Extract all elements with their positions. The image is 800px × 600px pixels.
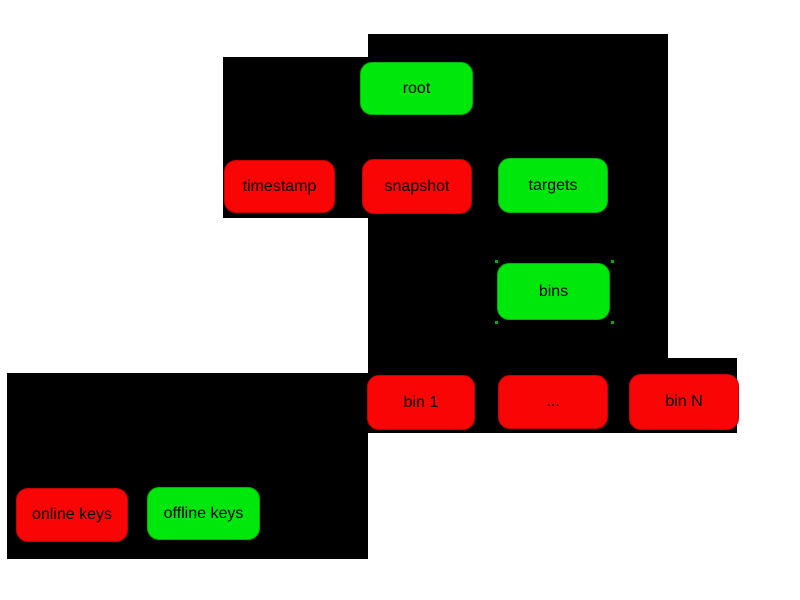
node-timestamp: timestamp xyxy=(224,160,335,213)
node-offline-keys-label: offline keys xyxy=(163,504,244,522)
node-bin-ellipsis: ... xyxy=(498,375,608,429)
node-bin-ellipsis-label: ... xyxy=(546,393,560,410)
node-bin-n-label: bin N xyxy=(665,393,703,410)
selection-corner-ticks xyxy=(495,260,498,263)
node-online-keys: online keys xyxy=(16,488,128,542)
node-targets: targets xyxy=(498,158,608,213)
node-bins-label: bins xyxy=(538,282,569,300)
node-bins: bins xyxy=(495,260,610,320)
node-online-keys-label: online keys xyxy=(31,506,113,523)
node-timestamp-label: timestamp xyxy=(242,177,317,195)
node-root-label: root xyxy=(402,79,431,97)
node-bin-n: bin N xyxy=(629,374,739,430)
node-offline-keys: offline keys xyxy=(147,487,260,540)
node-bin-1: bin 1 xyxy=(367,375,475,430)
node-root: root xyxy=(360,62,473,115)
node-snapshot-label: snapshot xyxy=(384,177,450,195)
node-targets-label: targets xyxy=(528,176,578,194)
node-snapshot: snapshot xyxy=(362,159,472,214)
node-bin-1-label: bin 1 xyxy=(403,393,439,411)
